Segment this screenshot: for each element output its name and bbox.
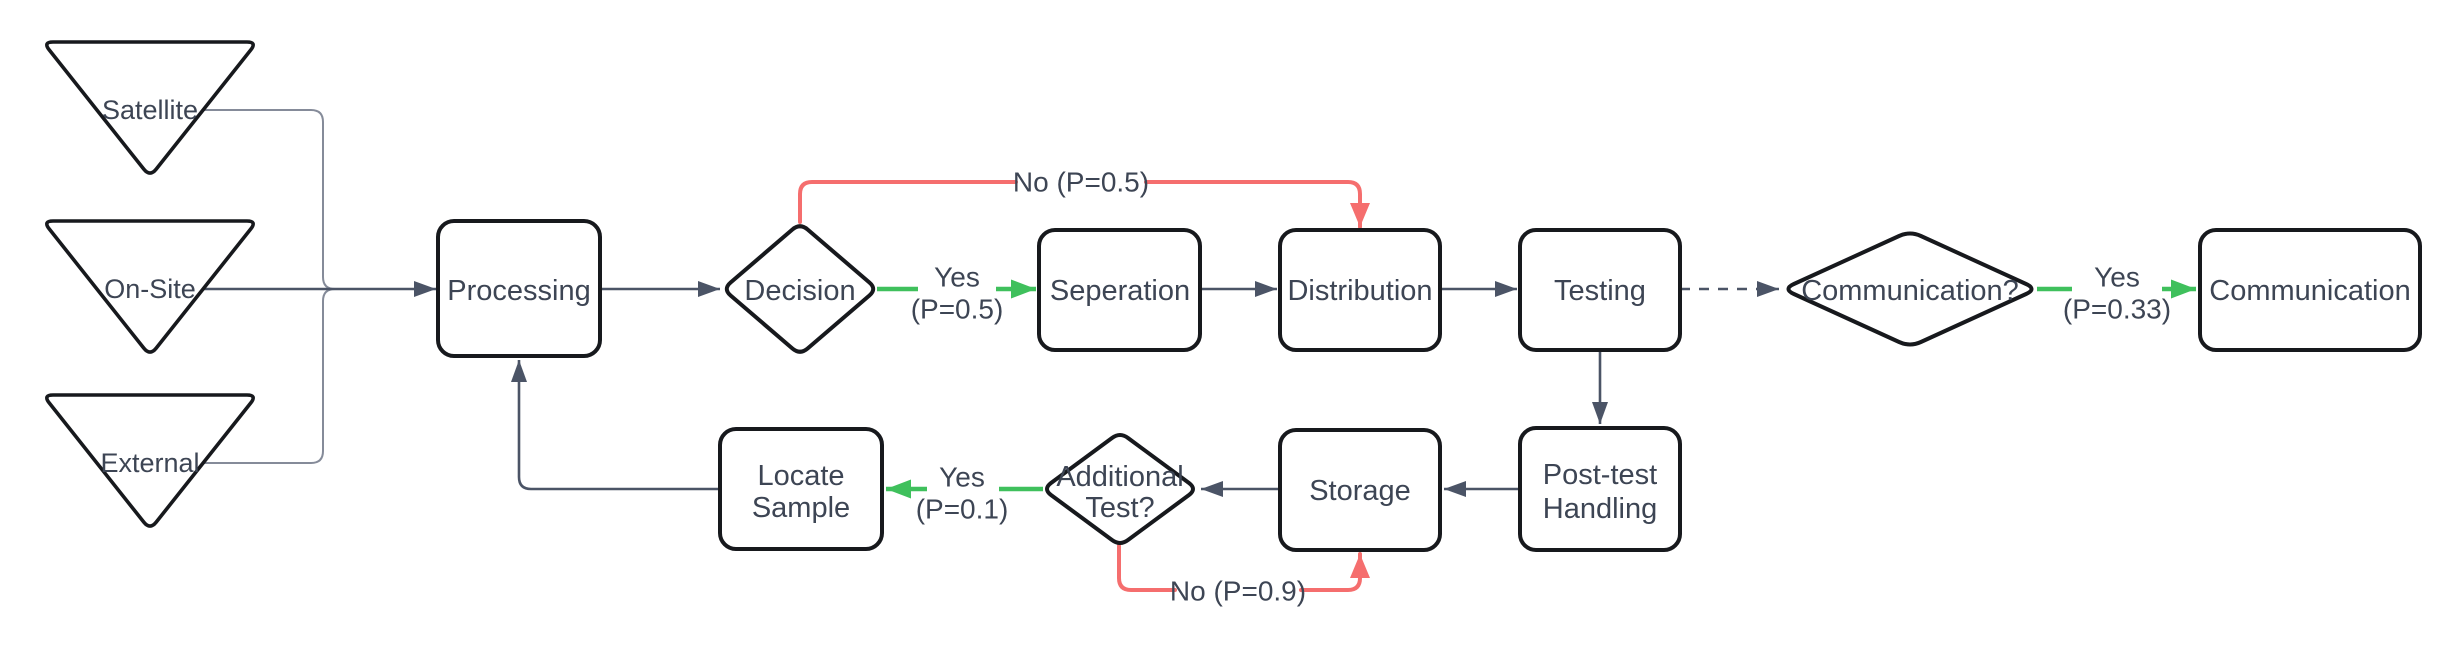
communication-question-label: Communication? xyxy=(1801,275,2019,307)
edge-decision-distribution-2 xyxy=(1144,180,1370,229)
edge-label-comm-yes-line1: Yes xyxy=(2094,262,2140,293)
external-triangle xyxy=(45,393,255,528)
edge-locatesample-processing xyxy=(511,360,720,491)
post-test-handling-label-line2: Handling xyxy=(1543,493,1657,525)
locate-sample-label-line1: Locate xyxy=(757,460,844,492)
edge-satellite-merge xyxy=(203,109,336,290)
node-storage[interactable]: Storage xyxy=(1278,428,1442,552)
node-onsite[interactable]: On-Site xyxy=(45,219,255,354)
edges xyxy=(203,109,2196,592)
edge-decision-distribution-1 xyxy=(798,180,1018,224)
storage-label: Storage xyxy=(1309,475,1411,507)
decision-diamond xyxy=(724,224,876,354)
post-test-handling-label-line1: Post-test xyxy=(1543,459,1657,491)
node-decision[interactable]: Decision xyxy=(724,224,876,354)
onsite-triangle xyxy=(45,219,255,354)
edge-label-decision-yes-line2: (P=0.5) xyxy=(911,294,1004,325)
node-post-test-handling[interactable]: Post-test Handling xyxy=(1518,426,1682,552)
testing-box xyxy=(1518,228,1682,352)
node-additional-test[interactable]: Additional Test? xyxy=(1045,433,1195,545)
node-communication[interactable]: Communication xyxy=(2198,228,2422,352)
locate-sample-label-line2: Sample xyxy=(752,492,850,524)
communication-box xyxy=(2198,228,2422,352)
onsite-label: On-Site xyxy=(104,274,196,304)
node-communication-question[interactable]: Communication? xyxy=(1786,231,2034,347)
edge-labels: Yes (P=0.5) No (P=0.5) Yes (P=0.33) Yes … xyxy=(911,167,2171,607)
communication-label: Communication xyxy=(2209,275,2410,307)
edge-label-additional-yes-line1: Yes xyxy=(939,462,985,493)
satellite-label: Satellite xyxy=(102,95,198,125)
seperation-label: Seperation xyxy=(1050,275,1190,307)
node-external[interactable]: External xyxy=(45,393,255,528)
storage-box xyxy=(1278,428,1442,552)
edge-additional-storage-2 xyxy=(1299,552,1370,592)
edge-label-decision-yes-line1: Yes xyxy=(934,262,980,293)
processing-box xyxy=(436,219,602,358)
processing-label: Processing xyxy=(447,275,590,307)
edge-additional-storage-1 xyxy=(1117,544,1177,592)
edge-label-decision-no: No (P=0.5) xyxy=(1013,167,1149,198)
external-label: External xyxy=(100,448,199,478)
additional-test-label-line2: Test? xyxy=(1085,492,1154,524)
seperation-box xyxy=(1037,228,1202,352)
additional-test-diamond xyxy=(1045,433,1195,545)
edge-external-merge xyxy=(203,288,336,464)
node-distribution[interactable]: Distribution xyxy=(1278,228,1442,352)
node-seperation[interactable]: Seperation xyxy=(1037,228,1202,352)
edge-label-additional-yes-line2: (P=0.1) xyxy=(916,494,1009,525)
satellite-triangle xyxy=(45,40,255,175)
distribution-box xyxy=(1278,228,1442,352)
edge-label-comm-yes-line2: (P=0.33) xyxy=(2063,294,2171,325)
communication-question-diamond xyxy=(1786,231,2034,347)
testing-label: Testing xyxy=(1554,275,1646,307)
additional-test-label-line1: Additional xyxy=(1056,461,1183,493)
post-test-handling-box xyxy=(1518,426,1682,552)
node-testing[interactable]: Testing xyxy=(1518,228,1682,352)
decision-label: Decision xyxy=(744,275,855,307)
edge-label-additional-no: No (P=0.9) xyxy=(1170,576,1306,607)
locate-sample-box xyxy=(718,427,884,551)
node-locate-sample[interactable]: Locate Sample xyxy=(718,427,884,551)
node-satellite[interactable]: Satellite xyxy=(45,40,255,175)
node-processing[interactable]: Processing xyxy=(436,219,602,358)
distribution-label: Distribution xyxy=(1287,275,1432,307)
